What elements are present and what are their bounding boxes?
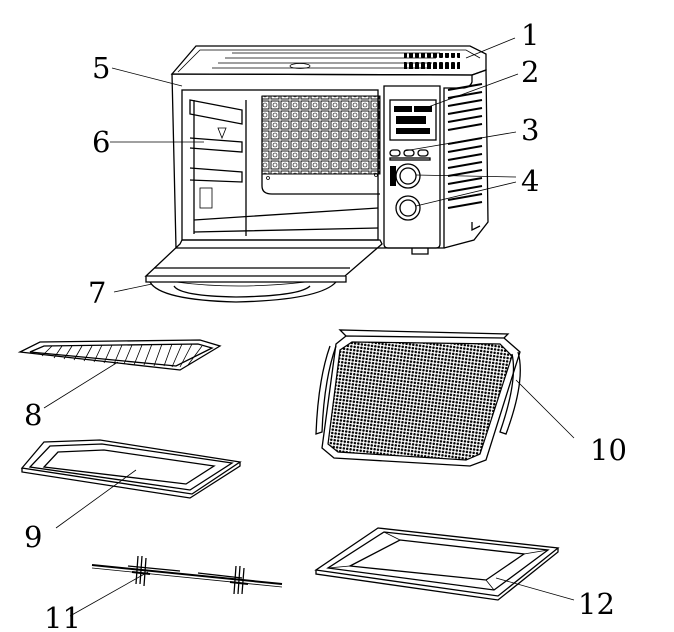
label-5: 5 (92, 51, 110, 85)
number-labels: 1 2 3 4 5 6 7 8 9 10 11 12 (24, 18, 627, 632)
oven-cavity (181, 89, 381, 241)
knob-lower-icon (395, 195, 421, 221)
leader-lines (43, 37, 575, 617)
label-9: 9 (24, 520, 42, 554)
label-3: 3 (521, 113, 539, 147)
label-12: 12 (578, 587, 615, 621)
rotisserie-spit (91, 555, 283, 595)
air-fry-basket (315, 329, 521, 467)
wire-rack (17, 339, 222, 371)
oven-door (144, 239, 383, 303)
label-2: 2 (521, 55, 539, 89)
baking-pan (20, 439, 242, 499)
label-4: 4 (521, 164, 539, 198)
button-3-icon (417, 149, 429, 157)
toaster-oven (144, 45, 489, 303)
button-1-icon (389, 149, 401, 157)
label-1: 1 (521, 18, 539, 52)
label-6: 6 (92, 125, 110, 159)
label-8: 8 (24, 398, 42, 432)
control-panel (389, 99, 437, 221)
label-10: 10 (590, 433, 627, 467)
label-11: 11 (44, 601, 81, 632)
side-vents (447, 83, 483, 209)
label-7: 7 (88, 276, 106, 310)
crumb-tray (314, 527, 560, 601)
